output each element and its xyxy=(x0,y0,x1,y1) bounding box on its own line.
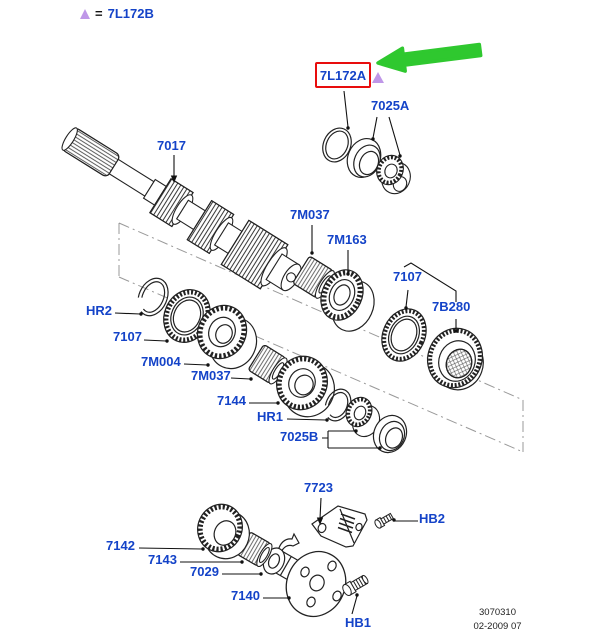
leader-lines xyxy=(114,90,457,615)
legend-equals: = xyxy=(95,6,103,21)
callout-7142[interactable]: 7142 xyxy=(106,538,135,553)
highlight-arrow xyxy=(376,42,483,73)
part-bolt-hb1 xyxy=(342,574,369,596)
part-bearing-race-7025a xyxy=(346,138,382,178)
part-gear-7m163 xyxy=(320,269,375,332)
callout-7m163[interactable]: 7M163 xyxy=(327,232,367,247)
callout-7025b[interactable]: 7025B xyxy=(280,429,319,444)
legend: = 7L172B xyxy=(80,6,154,21)
part-synchro-hub-7m004 xyxy=(196,304,258,370)
part-needle-bearing-7m037-lower xyxy=(248,344,288,385)
callout-hr1[interactable]: HR1 xyxy=(257,409,284,424)
leader-dots xyxy=(139,126,458,600)
callout-7b280[interactable]: 7B280 xyxy=(432,299,471,314)
triangle-marker-icon xyxy=(372,72,384,83)
callout-7017[interactable]: 7017 xyxy=(157,138,186,153)
highlighted-callout-7l172a[interactable]: 7L172A xyxy=(315,62,371,88)
callout-7723[interactable]: 7723 xyxy=(304,480,333,495)
catalog-number: 3070310 xyxy=(479,607,516,618)
callout-7144[interactable]: 7144 xyxy=(217,393,246,408)
part-bolt-hb2 xyxy=(374,512,395,529)
callout-hb2[interactable]: HB2 xyxy=(419,511,446,526)
callout-7029[interactable]: 7029 xyxy=(190,564,219,579)
part-bearing-cone-7025a xyxy=(376,154,411,195)
callout-7m037-lower[interactable]: 7M037 xyxy=(191,368,231,383)
callout-7m037-upper[interactable]: 7M037 xyxy=(290,207,330,222)
highlight-part-number: 7L172A xyxy=(319,67,367,83)
part-input-shaft-7017 xyxy=(61,127,302,292)
part-bearing-race-7025b xyxy=(372,414,408,454)
triangle-marker-icon xyxy=(80,8,90,19)
part-synchronizer-7b280 xyxy=(427,327,484,391)
part-gear-7142 xyxy=(197,503,250,560)
callout-7107-lower[interactable]: 7107 xyxy=(113,329,142,344)
callout-7m004[interactable]: 7M004 xyxy=(141,354,181,369)
callout-7140[interactable]: 7140 xyxy=(231,588,260,603)
part-snap-ring-hr2 xyxy=(137,277,169,317)
legend-part-number[interactable]: 7L172B xyxy=(107,6,154,21)
callout-hb1[interactable]: HB1 xyxy=(345,615,372,630)
part-synchro-ring-7107-upper xyxy=(381,308,427,362)
date-code: 02-2009 07 xyxy=(473,621,522,632)
phantom-boundary-lines xyxy=(118,222,524,453)
part-bearing-cone-7025b xyxy=(345,396,381,438)
callout-7107-upper[interactable]: 7107 xyxy=(393,269,422,284)
callout-hr2[interactable]: HR2 xyxy=(86,303,113,318)
part-bracket-7723 xyxy=(311,505,368,548)
part-gear-7144 xyxy=(276,355,335,418)
callout-7025a[interactable]: 7025A xyxy=(371,98,410,113)
part-oring-7l172a xyxy=(322,127,352,163)
catalog-footer: 3070310 02-2009 07 xyxy=(450,606,545,634)
callout-7143[interactable]: 7143 xyxy=(148,552,177,567)
